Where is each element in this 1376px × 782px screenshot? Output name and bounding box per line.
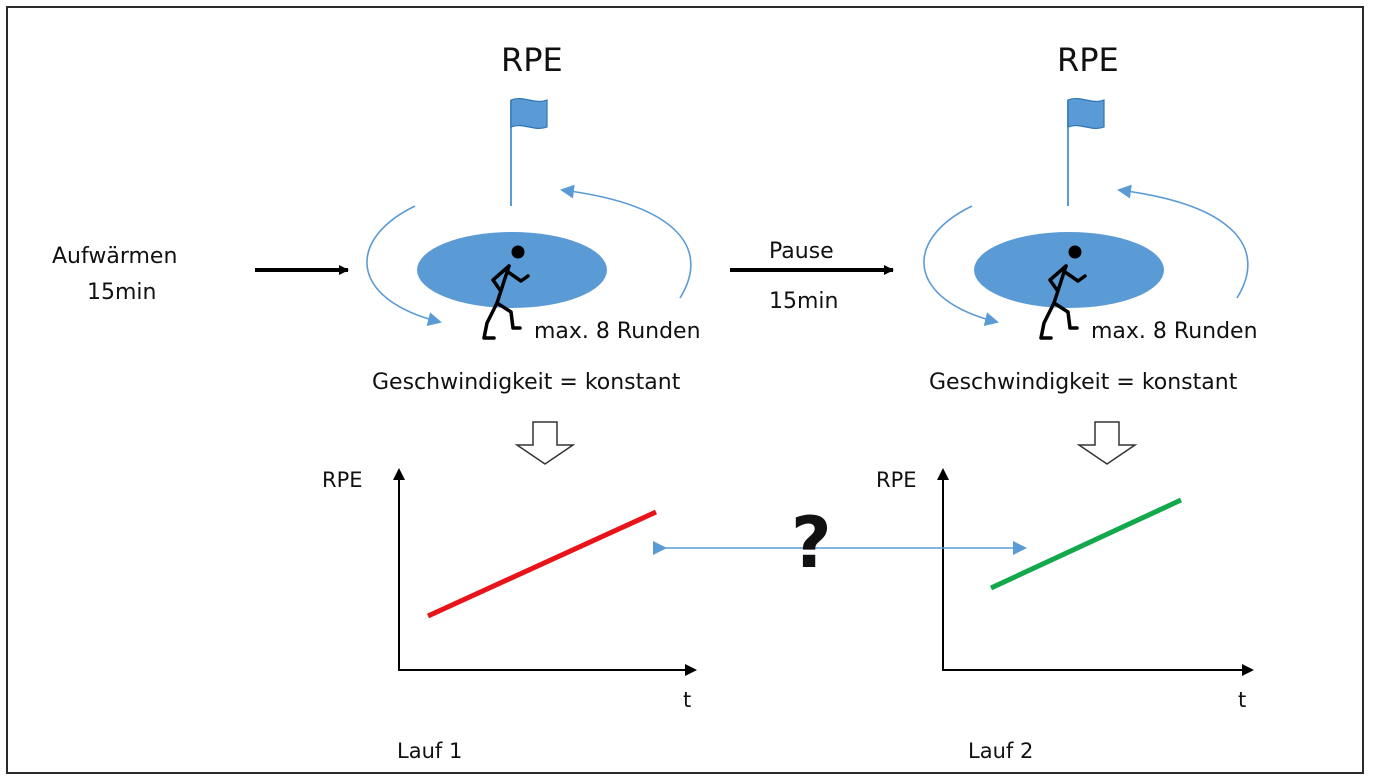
rpe-trend-line-2 [989, 497, 1183, 591]
track-2 [974, 232, 1164, 308]
pause-duration: 15min [769, 289, 839, 314]
runner-icon [1039, 245, 1087, 340]
rpe-title-2: RPE [1057, 41, 1119, 79]
flag-icon [1067, 97, 1105, 130]
run-label-1: Lauf 1 [397, 739, 463, 763]
down-arrow-icon [1076, 421, 1138, 465]
laps-label-1: max. 8 Runden [534, 319, 701, 344]
down-arrow-icon [514, 421, 576, 465]
run-label-2: Lauf 2 [968, 739, 1034, 763]
speed-label-2: Geschwindigkeit = konstant [929, 370, 1238, 395]
diagram-frame [6, 6, 1364, 774]
x-axis-label-2: t [1238, 688, 1247, 712]
station-2 [923, 97, 1254, 676]
circular-arrow-icon [560, 184, 692, 299]
x-axis-label-1: t [683, 688, 692, 712]
rpe-trend-line-1 [426, 509, 658, 619]
speed-label-1: Geschwindigkeit = konstant [372, 370, 681, 395]
warmup-label: Aufwärmen [52, 244, 178, 269]
circular-arrow-icon [1117, 184, 1249, 299]
runner-icon [482, 245, 530, 340]
y-axis-label-2: RPE [876, 468, 917, 492]
flag-icon [510, 97, 548, 130]
station-1 [366, 97, 697, 676]
circular-arrow-icon [366, 205, 442, 326]
circular-arrow-icon [923, 205, 999, 326]
question-mark: ? [791, 502, 832, 584]
rpe-title-1: RPE [501, 41, 563, 79]
laps-label-2: max. 8 Runden [1091, 319, 1258, 344]
warmup-duration: 15min [87, 280, 157, 305]
pause-label: Pause [769, 239, 834, 264]
y-axis-label-1: RPE [322, 468, 363, 492]
track-1 [417, 232, 607, 308]
